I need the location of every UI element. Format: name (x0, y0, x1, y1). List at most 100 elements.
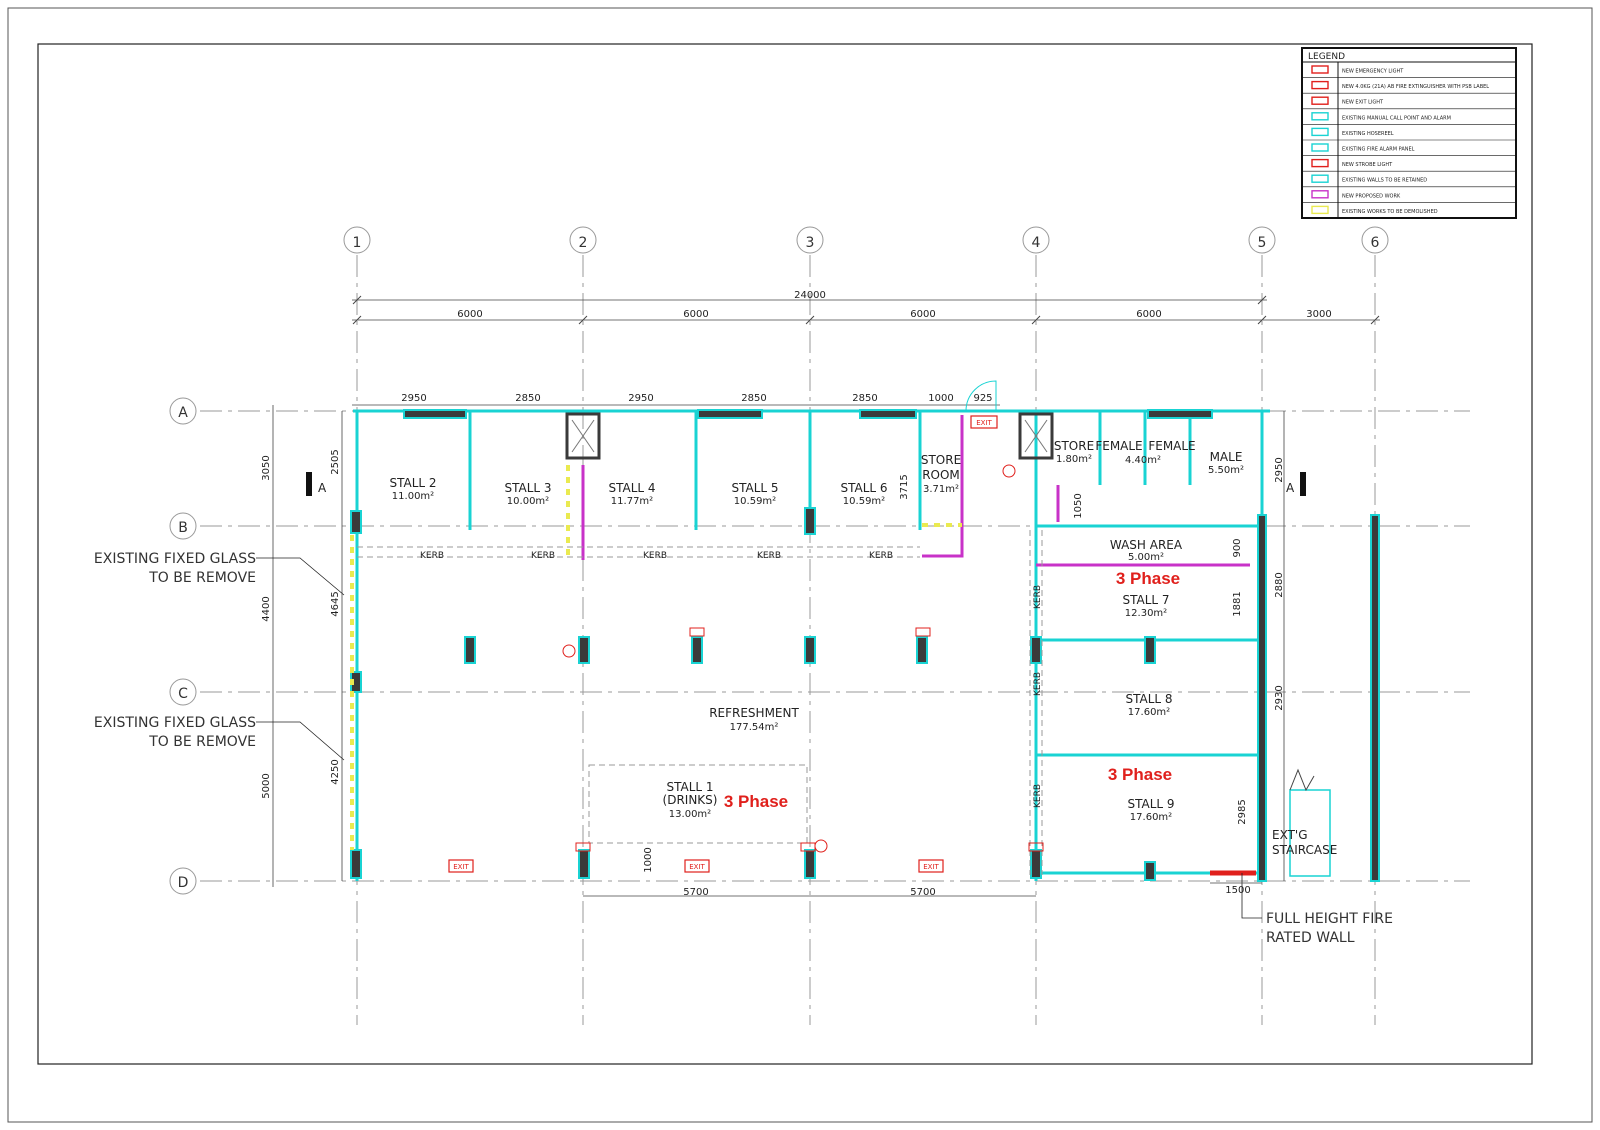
svg-text:RATED WALL: RATED WALL (1266, 930, 1355, 946)
drawing-frame (37, 43, 1533, 1065)
grid-bubble-A: A (169, 397, 197, 425)
misc-dimensions: 5700 5700 1000 3715 1050 2950 2880 2930 … (583, 411, 1285, 898)
svg-text:5000: 5000 (261, 773, 272, 798)
svg-text:TO BE REMOVE: TO BE REMOVE (148, 570, 256, 586)
grid-bubble-3: 3 (796, 226, 824, 254)
svg-text:A: A (1286, 481, 1295, 495)
svg-text:2950: 2950 (401, 393, 426, 404)
svg-text:STALL 3: STALL 3 (504, 481, 551, 495)
legend-item-label: EXISTING HOSEREEL (1342, 131, 1394, 137)
svg-text:(DRINKS): (DRINKS) (663, 793, 718, 807)
lift-shaft-1 (565, 412, 601, 460)
svg-text:4: 4 (1032, 235, 1041, 251)
grid-bubble-4: 4 (1022, 226, 1050, 254)
svg-text:12.30m²: 12.30m² (1125, 608, 1167, 619)
svg-text:STORE: STORE (1054, 439, 1094, 453)
svg-text:4.40m²: 4.40m² (1125, 455, 1161, 466)
proposed-work-icon (1311, 190, 1329, 199)
legend-item-label: NEW EXIT LIGHT (1342, 100, 1384, 106)
room-stall3: STALL 310.00m² (504, 481, 551, 507)
svg-text:6000: 6000 (910, 309, 935, 320)
svg-text:1000: 1000 (643, 847, 654, 872)
exit-sign: EXIT (918, 859, 944, 873)
svg-text:STALL 1: STALL 1 (666, 780, 713, 794)
columns (350, 409, 1380, 882)
alarm-panel-icon (1311, 143, 1329, 152)
grid-bubble-C: C (169, 678, 197, 706)
svg-text:1: 1 (353, 235, 362, 251)
svg-text:2850: 2850 (741, 393, 766, 404)
svg-text:A: A (178, 405, 188, 421)
svg-text:17.60m²: 17.60m² (1128, 707, 1170, 718)
demolish-work (350, 465, 962, 850)
svg-text:6000: 6000 (457, 309, 482, 320)
svg-text:2505: 2505 (330, 449, 341, 474)
label-staircase: EXT'G STAIRCASE (1272, 828, 1337, 857)
svg-text:5700: 5700 (683, 887, 708, 898)
svg-text:EXISTING FIXED GLASS: EXISTING FIXED GLASS (94, 715, 256, 731)
exit-sign: EXIT (448, 859, 474, 873)
kerb-label: KERB (757, 551, 781, 561)
svg-text:1500: 1500 (1225, 885, 1250, 896)
room-stall4: STALL 411.77m² (608, 481, 655, 507)
kerb-label: KERB (1033, 585, 1043, 609)
sheet-border (7, 7, 1593, 1123)
svg-text:2985: 2985 (1237, 799, 1248, 824)
svg-text:1881: 1881 (1232, 591, 1243, 616)
svg-text:1000: 1000 (928, 393, 953, 404)
svg-text:13.00m²: 13.00m² (669, 809, 711, 820)
staircase-break (1289, 768, 1315, 792)
three-phase-label: 3 Phase (1116, 569, 1180, 588)
legend-item-label: EXISTING MANUAL CALL POINT AND ALARM (1342, 115, 1451, 121)
svg-text:925: 925 (973, 393, 992, 404)
grid-bubble-5: 5 (1248, 226, 1276, 254)
emergency-light-icon (689, 627, 705, 637)
room-female-2: FEMALE (1148, 439, 1195, 453)
room-stall7: STALL 712.30m² (1122, 593, 1169, 619)
svg-text:FULL HEIGHT FIRE: FULL HEIGHT FIRE (1266, 911, 1393, 927)
svg-text:EXIT: EXIT (453, 863, 469, 871)
grid-bubble-2: 2 (569, 226, 597, 254)
svg-text:10.00m²: 10.00m² (507, 496, 549, 507)
svg-text:TO BE REMOVE: TO BE REMOVE (148, 734, 256, 750)
fire-extinguisher-icon (562, 644, 576, 658)
svg-text:FEMALE: FEMALE (1148, 439, 1195, 453)
svg-text:5.00m²: 5.00m² (1128, 552, 1164, 563)
kerb-label: KERB (1033, 672, 1043, 696)
svg-text:REFRESHMENT: REFRESHMENT (709, 706, 799, 720)
door-swing (965, 380, 997, 412)
svg-text:EXIT: EXIT (689, 863, 705, 871)
fire-extinguisher-icon (1311, 80, 1329, 90)
svg-text:C: C (178, 686, 188, 702)
svg-text:11.00m²: 11.00m² (392, 491, 434, 502)
svg-text:D: D (178, 875, 189, 891)
svg-text:3: 3 (806, 235, 815, 251)
exit-sign: EXIT (970, 415, 998, 429)
room-stall9: STALL 917.60m² (1127, 797, 1174, 823)
svg-text:3050: 3050 (261, 455, 272, 480)
note-fixed-glass-1: EXISTING FIXED GLASS TO BE REMOVE (94, 551, 345, 596)
svg-text:STALL 5: STALL 5 (731, 481, 778, 495)
room-stall2: STALL 211.00m² (389, 476, 436, 502)
svg-text:B: B (178, 520, 188, 536)
svg-text:EXIT: EXIT (923, 863, 939, 871)
svg-text:2: 2 (579, 235, 588, 251)
svg-text:EXISTING FIXED GLASS: EXISTING FIXED GLASS (94, 551, 256, 567)
svg-text:5: 5 (1258, 235, 1267, 251)
lift-shaft-2 (1018, 412, 1054, 460)
svg-text:STALL 4: STALL 4 (608, 481, 655, 495)
svg-text:10.59m²: 10.59m² (734, 496, 776, 507)
hosereel-icon (1311, 127, 1329, 137)
svg-text:10.59m²: 10.59m² (843, 496, 885, 507)
svg-text:STAIRCASE: STAIRCASE (1272, 843, 1337, 857)
emergency-light-icon (1028, 842, 1044, 852)
svg-text:6000: 6000 (1136, 309, 1161, 320)
strobe-light-icon (1311, 158, 1329, 168)
svg-text:900: 900 (1232, 538, 1243, 557)
legend-item-label: EXISTING FIRE ALARM PANEL (1342, 147, 1415, 153)
svg-text:WASH AREA: WASH AREA (1110, 538, 1183, 552)
svg-text:STALL 2: STALL 2 (389, 476, 436, 490)
